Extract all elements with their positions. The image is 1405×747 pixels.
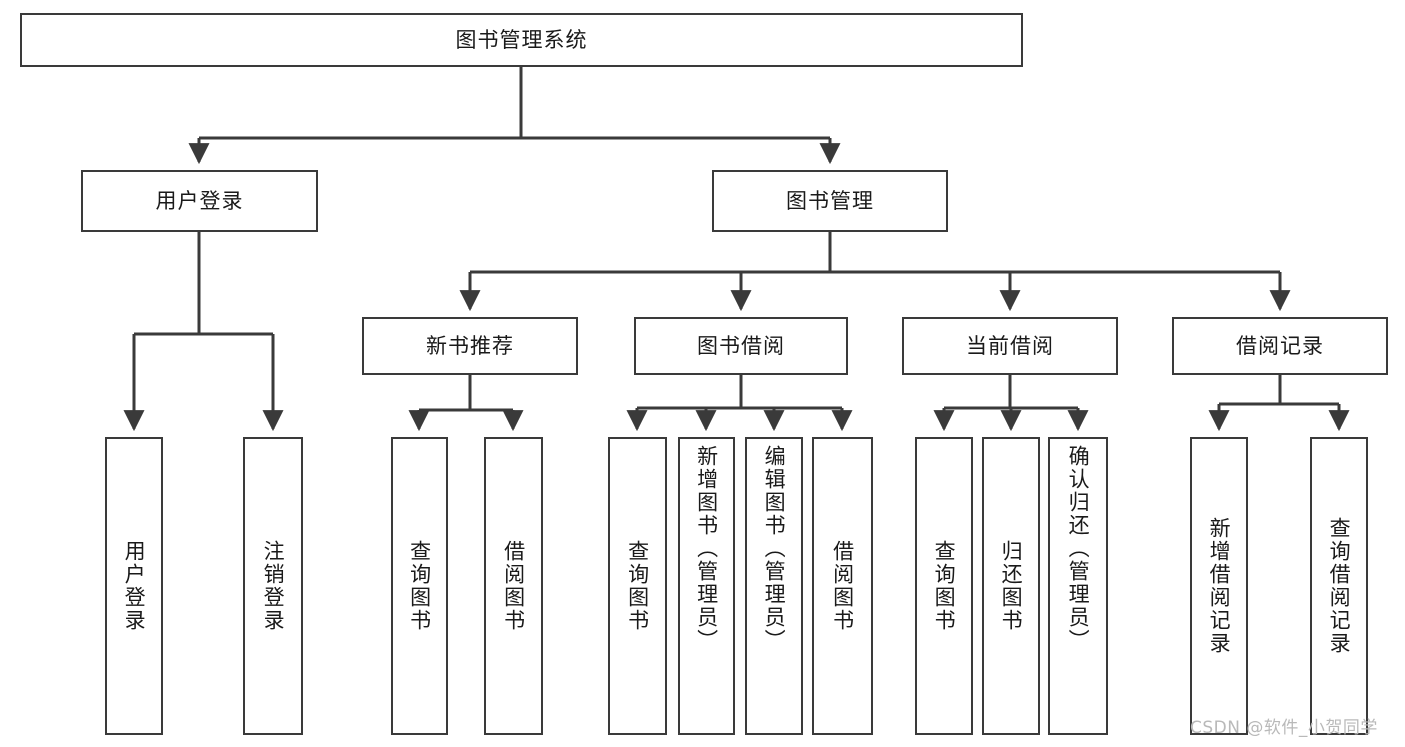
node-book-manage-label: 图书管理: [786, 188, 874, 213]
node-root[interactable]: 图书管理系统: [20, 13, 1023, 67]
leaf-node[interactable]: 新增借阅记录: [1190, 437, 1248, 735]
node-new-book-recommend[interactable]: 新书推荐: [362, 317, 578, 375]
leaf-node[interactable]: 注销登录: [243, 437, 303, 735]
leaf-node[interactable]: 归还图书: [982, 437, 1040, 735]
leaf-node[interactable]: 借阅图书: [484, 437, 543, 735]
leaf-node-label: 编辑图书（管理员）: [762, 445, 787, 652]
leaf-node-label: 用户登录: [122, 540, 147, 632]
leaf-node-label: 查询图书: [407, 540, 432, 632]
leaf-node-label: 新增图书（管理员）: [694, 445, 719, 652]
leaf-node[interactable]: 用户登录: [105, 437, 163, 735]
leaf-node[interactable]: 查询图书: [915, 437, 973, 735]
leaf-node[interactable]: 查询图书: [391, 437, 448, 735]
leaf-node[interactable]: 新增图书（管理员）: [678, 437, 735, 735]
leaf-node[interactable]: 查询图书: [608, 437, 667, 735]
leaf-node[interactable]: 查询借阅记录: [1310, 437, 1368, 735]
leaf-node-label: 注销登录: [261, 540, 286, 632]
watermark-text: CSDN @软件_小贺同学: [1190, 718, 1378, 738]
leaf-node-label: 查询图书: [625, 540, 650, 632]
node-borrow-record-label: 借阅记录: [1236, 333, 1324, 358]
leaf-node-label: 查询借阅记录: [1327, 517, 1352, 655]
node-user-login-label: 用户登录: [155, 188, 244, 213]
node-current-borrow[interactable]: 当前借阅: [902, 317, 1118, 375]
leaf-node[interactable]: 确认归还（管理员）: [1048, 437, 1108, 735]
node-root-label: 图书管理系统: [455, 27, 588, 52]
leaf-node[interactable]: 编辑图书（管理员）: [745, 437, 803, 735]
node-current-borrow-label: 当前借阅: [966, 333, 1054, 358]
node-book-borrow[interactable]: 图书借阅: [634, 317, 848, 375]
leaf-node-label: 借阅图书: [501, 540, 526, 632]
leaf-node[interactable]: 借阅图书: [812, 437, 873, 735]
node-book-manage[interactable]: 图书管理: [712, 170, 948, 232]
leaf-node-label: 归还图书: [999, 540, 1024, 632]
node-book-borrow-label: 图书借阅: [697, 333, 785, 358]
leaf-node-label: 借阅图书: [830, 540, 855, 632]
node-borrow-record[interactable]: 借阅记录: [1172, 317, 1388, 375]
node-user-login[interactable]: 用户登录: [81, 170, 318, 232]
leaf-node-label: 确认归还（管理员）: [1066, 445, 1091, 652]
leaf-node-label: 查询图书: [932, 540, 957, 632]
node-new-book-recommend-label: 新书推荐: [426, 333, 514, 358]
leaf-node-label: 新增借阅记录: [1207, 517, 1232, 655]
